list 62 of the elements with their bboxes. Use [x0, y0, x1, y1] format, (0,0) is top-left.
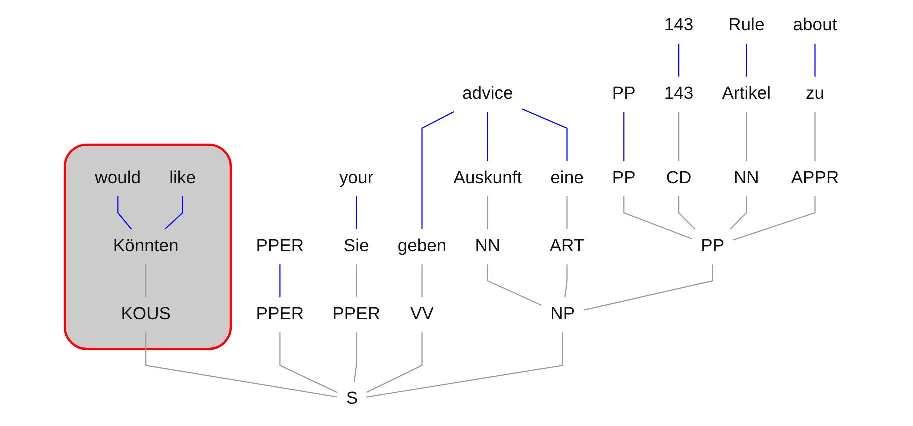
connector	[566, 196, 568, 230]
connector	[356, 196, 358, 230]
connector	[624, 196, 693, 240]
node-text: APPR	[791, 169, 840, 188]
node-text: advice	[462, 84, 514, 104]
connector	[354, 332, 358, 382]
node-text: your	[340, 169, 374, 188]
connector	[118, 196, 132, 230]
connector	[280, 264, 281, 298]
connector	[487, 264, 542, 306]
node-text: Auskunft	[454, 169, 522, 188]
node-text: like	[170, 169, 196, 188]
connector	[814, 112, 816, 162]
connector	[733, 196, 816, 241]
node-text: eine	[550, 169, 584, 188]
connector	[564, 264, 568, 298]
node-text: zu	[806, 84, 825, 104]
node-text: CD	[666, 169, 692, 188]
connector	[146, 264, 147, 298]
node-text: ART	[550, 237, 585, 256]
cluster	[64, 144, 232, 350]
connector	[146, 332, 338, 398]
node-text: geben	[398, 237, 447, 256]
node-text: Sie	[344, 237, 370, 256]
connector	[164, 196, 184, 230]
node-text: Könnten	[113, 237, 179, 256]
node-text: PPER	[256, 305, 304, 324]
node-text: NP	[550, 305, 576, 324]
node-text: S	[346, 390, 358, 408]
node-text: NN	[734, 169, 760, 188]
connector	[814, 44, 816, 77]
connector	[422, 112, 454, 230]
connector	[487, 112, 488, 162]
node-text: PPER	[256, 237, 304, 256]
node-text: 143	[664, 16, 694, 36]
connector	[746, 112, 748, 162]
connector	[584, 264, 714, 311]
connector	[678, 196, 696, 230]
connector	[366, 332, 423, 394]
connector	[678, 44, 680, 77]
connector	[280, 332, 338, 394]
node-text: NN	[475, 237, 501, 256]
connector	[522, 108, 568, 162]
node-text: Artikel	[722, 84, 772, 104]
node-text: VV	[410, 305, 434, 324]
connector	[487, 196, 488, 230]
node-text: would	[95, 169, 142, 188]
connector	[730, 196, 748, 230]
node-text: about	[793, 16, 838, 36]
node-text: PP	[612, 84, 636, 104]
node-text: Rule	[728, 16, 765, 36]
connector	[422, 264, 423, 298]
node-text: KOUS	[121, 305, 171, 324]
connector	[356, 264, 358, 298]
node-text: PPER	[332, 305, 381, 324]
node-text: PP	[612, 169, 636, 188]
connector	[366, 332, 564, 398]
connector	[746, 44, 748, 77]
node-text: PP	[701, 237, 725, 256]
connector	[624, 112, 625, 162]
connector	[678, 112, 680, 162]
node-text: 143	[664, 84, 694, 104]
